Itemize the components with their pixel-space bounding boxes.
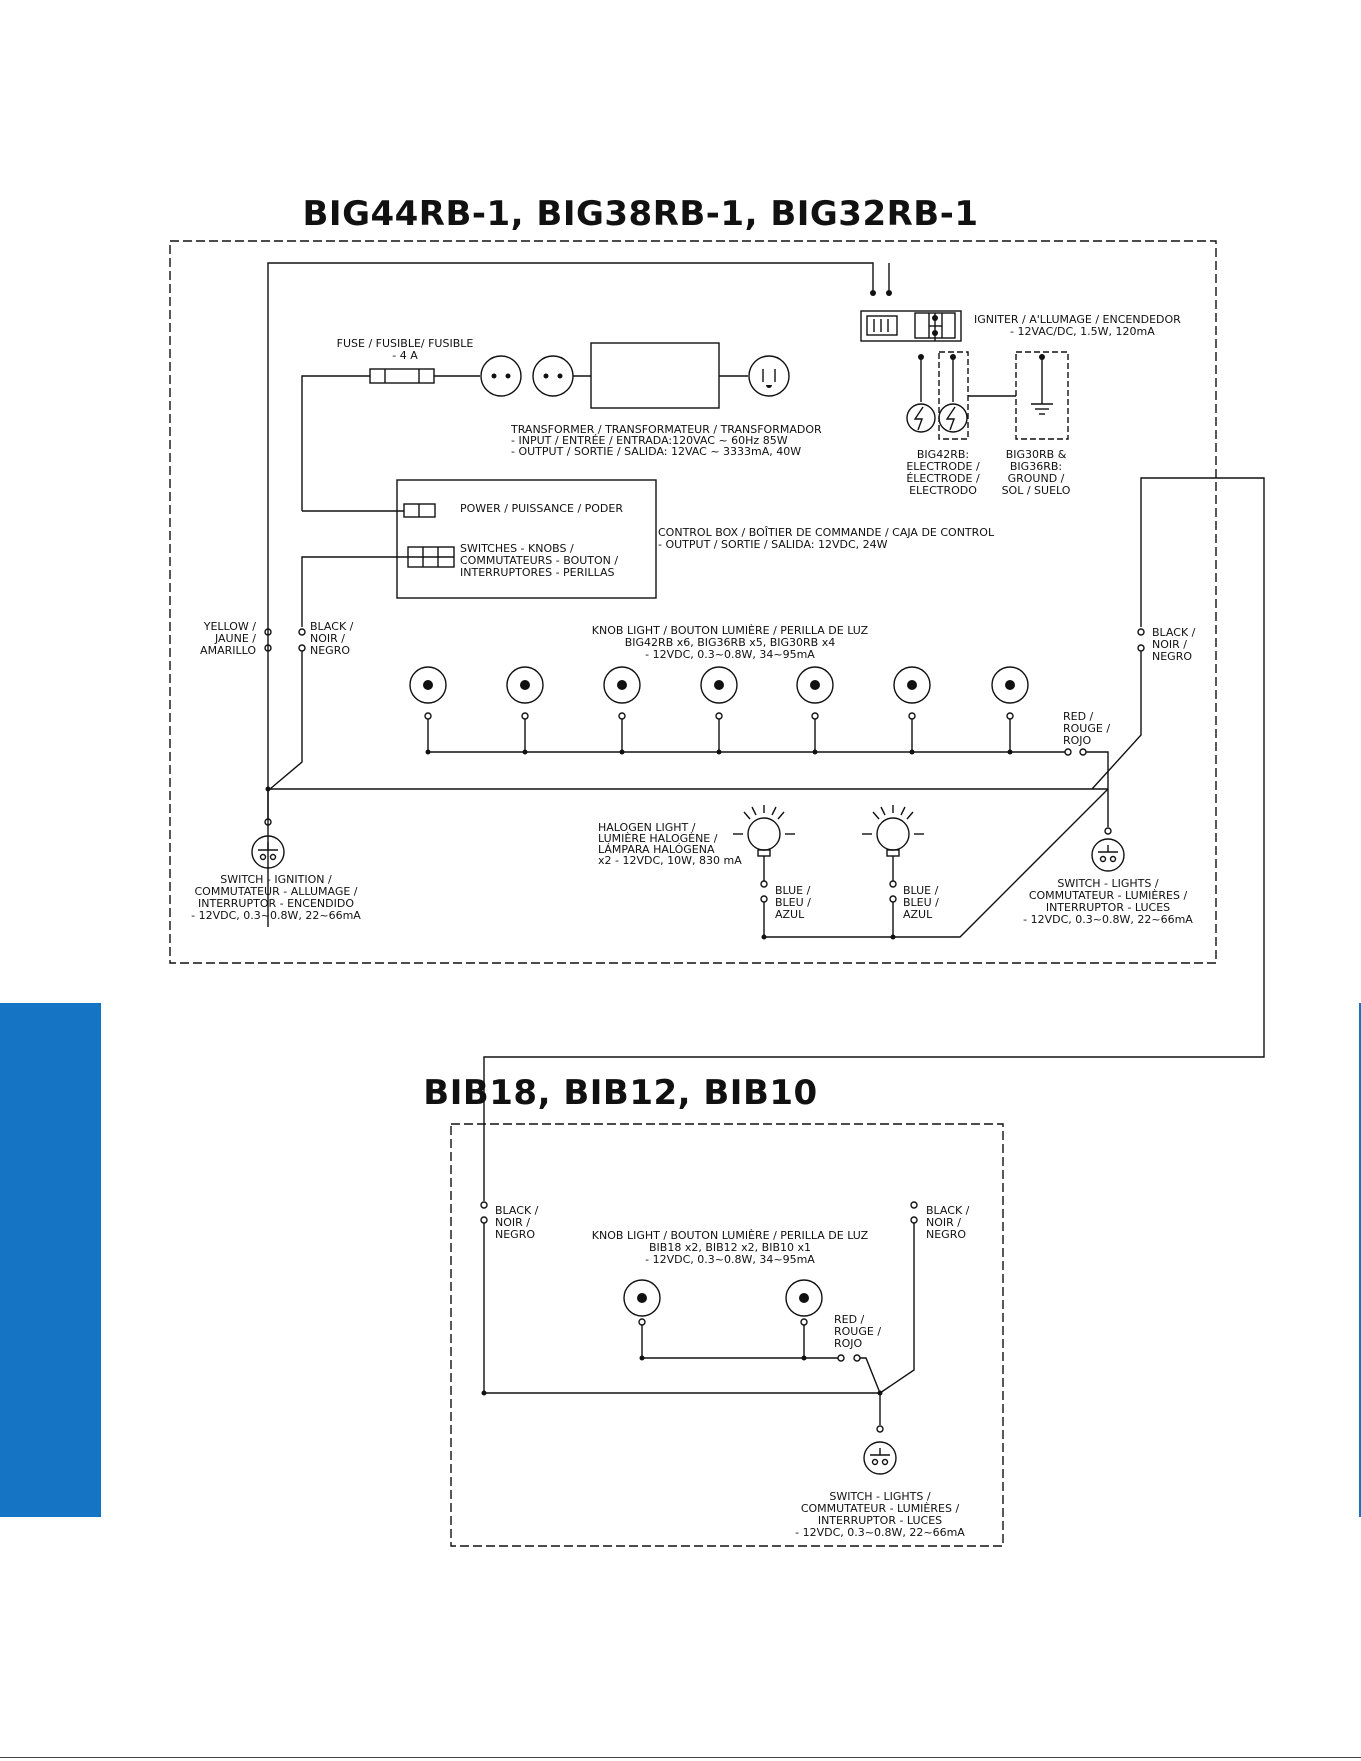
knob-light-6: [893, 666, 931, 755]
bottom-switch-lights-label: SWITCH - LIGHTS /COMMUTATEUR - LUMIÈRES …: [795, 1490, 965, 1539]
top-diagram-frame: [169, 240, 1217, 964]
plug-right: [532, 355, 574, 397]
bottom-rule: [0, 1757, 1361, 1758]
bottom-knob-light-label: KNOB LIGHT / BOUTON LUMIÈRE / PERILLA DE…: [592, 1229, 869, 1266]
diagram-title-bottom: BIB18, BIB12, BIB10: [423, 1073, 818, 1113]
transformer-box: [590, 342, 720, 409]
fuse-symbol: [369, 368, 435, 384]
yellow-wire: [267, 262, 890, 927]
knob-light-row: [409, 666, 1029, 755]
knob-light-bottom-2: [785, 1279, 823, 1358]
power-label: POWER / PUISSANCE / PODER: [460, 502, 623, 515]
black-link-wire: [483, 477, 1265, 1201]
switch-ignition: [251, 835, 285, 869]
switch-lights-top: [1091, 838, 1125, 872]
control-box: [396, 479, 657, 599]
plug-left: [480, 355, 522, 397]
black-right-label: BLACK /NOIR /NEGRO: [1152, 626, 1196, 663]
bottom-diagram-frame: [450, 1123, 1004, 1547]
knob-light-2: [506, 666, 544, 755]
electrode-assembly: [906, 351, 1016, 440]
diagram-title-top: BIG44RB-1, BIG38RB-1, BIG32RB-1: [302, 194, 979, 234]
bottom-red-label: RED /ROUGE /ROJO: [834, 1313, 881, 1350]
knob-light-1: [409, 666, 447, 755]
knob-light-3: [603, 666, 641, 755]
knob-light-label: KNOB LIGHT / BOUTON LUMIÈRE / PERILLA DE…: [592, 624, 869, 661]
knob-light-5: [796, 666, 834, 755]
control-box-label: CONTROL BOX / BOÎTIER DE COMMANDE / CAJA…: [658, 526, 995, 551]
side-color-tab: [0, 1003, 101, 1517]
halogen-light-1: [733, 805, 795, 937]
blue-label-1: BLUE /BLEU /AZUL: [775, 884, 811, 921]
knob-light-bottom-1: [623, 1279, 661, 1358]
yellow-label: YELLOW /JAUNE /AMARILLO: [200, 620, 256, 657]
knob-light-7: [991, 666, 1029, 755]
switches-label: SWITCHES - KNOBS /COMMUTATEURS - BOUTON …: [460, 542, 618, 579]
halogen-label: HALOGEN LIGHT /LUMIÈRE HALOGÈNE /LÁMPARA…: [598, 821, 742, 867]
right-edge-rule: [1359, 1003, 1361, 1517]
bottom-black-left-label: BLACK /NOIR /NEGRO: [495, 1204, 539, 1241]
igniter-label: IGNITER / A'LLUMAGE / ENCENDEDOR- 12VAC/…: [974, 313, 1181, 338]
knob-light-4: [700, 666, 738, 755]
bottom-black-right-label: BLACK /NOIR /NEGRO: [926, 1204, 970, 1241]
switch-lights-bottom: [863, 1441, 897, 1475]
electrode-label: BIG42RB:ELECTRODE /ÉLECTRODE /ELECTRODO: [906, 448, 980, 497]
ground-label: BIG30RB &BIG36RB:GROUND /SOL / SUELO: [1002, 448, 1071, 497]
switch-lights-label: SWITCH - LIGHTS /COMMUTATEUR - LUMIÈRES …: [1023, 877, 1193, 926]
transformer-label: TRANSFORMER / TRANSFORMATEUR / TRANSFORM…: [510, 423, 822, 458]
fuse-wire: [301, 375, 480, 511]
blue-return-wire: [764, 788, 1109, 938]
igniter-module: [860, 310, 962, 342]
red-label: RED /ROUGE /ROJO: [1063, 710, 1110, 747]
switch-ignition-label: SWITCH - IGNITION /COMMUTATEUR - ALLUMAG…: [191, 873, 361, 922]
ground-assembly: [1015, 351, 1069, 440]
black-left-label: BLACK /NOIR /NEGRO: [310, 620, 354, 657]
blue-label-2: BLUE /BLEU /AZUL: [903, 884, 939, 921]
fuse-label: FUSE / FUSIBLE/ FUSIBLE- 4 A: [337, 337, 474, 362]
wall-outlet: [748, 355, 790, 397]
halogen-light-2: [862, 805, 924, 937]
